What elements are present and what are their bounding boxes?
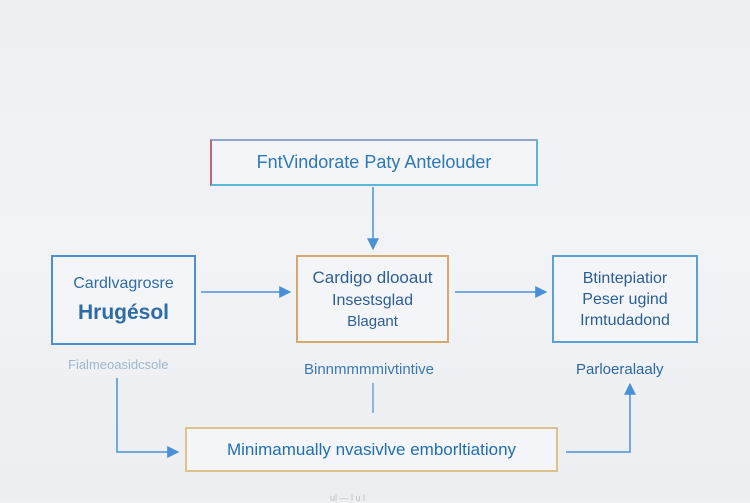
center-node: Cardigo dlooaut Insestsglad Blagant [296, 255, 449, 343]
top-node: FntVindorate Paty Antelouder [210, 139, 538, 186]
right-node-line3: Irmtudadond [580, 311, 670, 329]
right-node-line1: Btintepiatior [582, 269, 668, 287]
center-node-caption: Binnmmmmivtintive [304, 361, 435, 378]
center-node-line2: Insestsglad [332, 292, 413, 309]
bottom-node: Minimamually nvasivlve emborltiationy [185, 427, 558, 472]
bottom-node-label: Minimamually nvasivlve emborltiationy [226, 439, 517, 459]
left-node: Cardlvagrosre Hrugésol [51, 255, 196, 345]
arrow-bottom-to-right [566, 382, 636, 453]
left-node-caption: Fialmeoasidcsole [68, 357, 169, 372]
left-node-line2: Hrugésol [77, 301, 169, 324]
right-node-line2: Peser ugind [582, 290, 668, 308]
figure-caption: ul — l u l [330, 493, 366, 503]
arrow-left-to-bottom [116, 378, 180, 458]
center-node-line1: Cardigo dlooaut [312, 268, 433, 287]
top-node-label: FntVindorate Paty Antelouder [256, 152, 492, 172]
right-node-caption: Parloeralaaly [576, 361, 664, 378]
left-node-line1: Cardlvagrosre [73, 275, 174, 292]
right-node: Btintepiatior Peser ugind Irmtudadond [552, 255, 698, 343]
center-node-line3: Blagant [347, 313, 398, 330]
